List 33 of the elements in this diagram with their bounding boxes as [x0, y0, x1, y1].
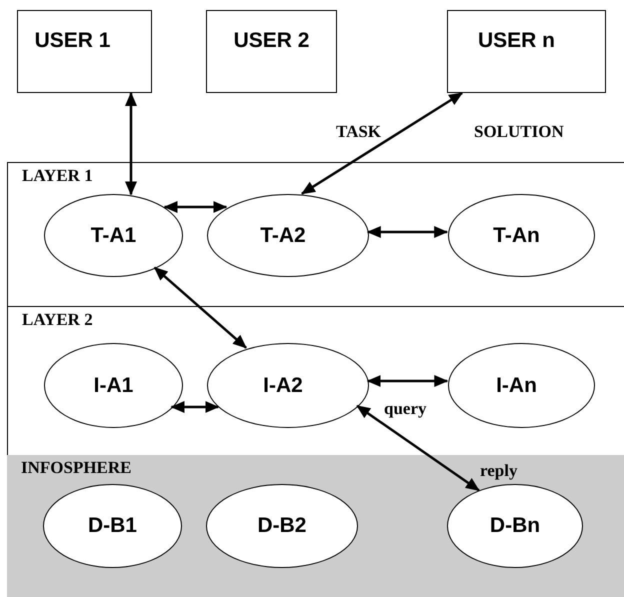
node-label: I-An: [496, 374, 537, 398]
annotation-text: TASK: [336, 122, 382, 142]
infosphere-band: [7, 455, 624, 597]
double-arrow: [170, 401, 220, 413]
annotation-text: SOLUTION: [474, 122, 564, 142]
user-box: [17, 10, 152, 93]
double-arrow: [125, 92, 137, 196]
node-label: D-Bn: [490, 514, 540, 538]
double-arrow: [366, 375, 448, 387]
node-label: T-A1: [90, 224, 136, 248]
double-arrow: [154, 266, 247, 349]
node-label: USER n: [478, 29, 555, 54]
annotation-text: query: [384, 399, 426, 419]
layer-band: [7, 162, 624, 307]
layer-label: LAYER 2: [22, 310, 93, 330]
layer-band: [7, 306, 624, 456]
node-label: T-A2: [260, 224, 306, 248]
node-label: USER 2: [234, 29, 310, 54]
double-arrow: [301, 92, 463, 195]
layer-label: LAYER 1: [22, 166, 93, 186]
node-label: I-A2: [263, 374, 303, 398]
user-box: [447, 10, 606, 93]
layer-label: INFOSPHERE: [21, 458, 132, 478]
double-arrow: [356, 404, 480, 492]
double-arrow: [366, 226, 448, 238]
user-box: [206, 10, 337, 93]
node-label: T-An: [493, 224, 540, 248]
node-label: I-A1: [94, 374, 134, 398]
double-arrow: [164, 201, 228, 213]
annotation-text: reply: [480, 461, 518, 481]
node-label: D-B2: [257, 514, 306, 538]
node-label: D-B1: [88, 514, 137, 538]
node-label: USER 1: [34, 29, 110, 54]
